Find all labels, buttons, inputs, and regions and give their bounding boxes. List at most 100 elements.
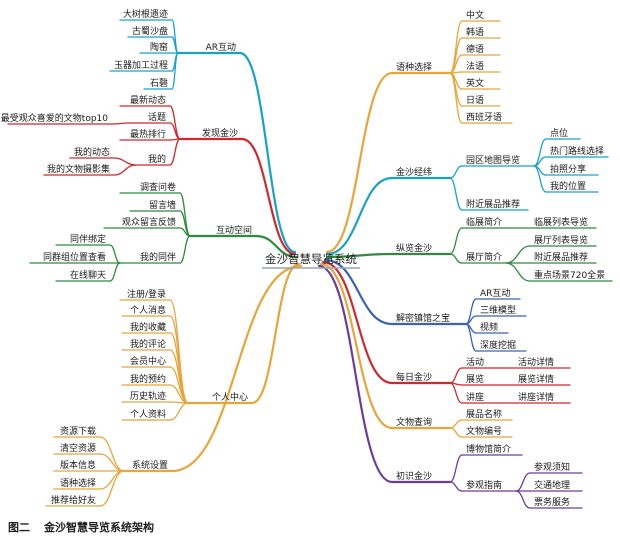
node-ar-item-古蜀沙盘-label: 古蜀沙盘 bbox=[132, 25, 168, 37]
node-decode-item-AR互动-label: AR互动 bbox=[480, 288, 510, 299]
branch-interact-3 bbox=[179, 235, 191, 264]
node-overview-label: 纵览金沙 bbox=[396, 242, 432, 254]
node-guide-交通地理-label: 交通地理 bbox=[534, 479, 570, 491]
node-daily-item-展览-label: 展览 bbox=[466, 373, 484, 385]
node-exhibit-重点场景720全景-label: 重点场景720全景 bbox=[534, 269, 605, 281]
branch-museum-intro bbox=[449, 454, 463, 483]
node-guide-票务服务-label: 票务服务 bbox=[534, 496, 570, 508]
node-interact-item-调查问卷-label: 调查问卷 bbox=[140, 181, 176, 193]
node-guide-参观须知-label: 参观须知 bbox=[534, 461, 570, 473]
branch-discover-mine-1 bbox=[113, 164, 137, 176]
branch-interact bbox=[254, 234, 299, 259]
branch-exhibit-intro bbox=[449, 253, 463, 264]
branch-guide-0 bbox=[515, 472, 531, 492]
node-settings-item-版本信息-label: 版本信息 bbox=[60, 459, 96, 471]
node-interact-companion-在线聊天-label: 在线聊天 bbox=[70, 269, 106, 281]
node-personal-item-个人消息-label: 个人消息 bbox=[130, 304, 166, 316]
node-language-item-韩语-label: 韩语 bbox=[466, 26, 484, 38]
branch-overview bbox=[325, 252, 394, 259]
node-language-label: 语种选择 bbox=[396, 61, 432, 73]
node-daily-item-讲座-label: 讲座 bbox=[466, 391, 484, 403]
node-nearby-label: 附近展品推荐 bbox=[466, 198, 520, 210]
figure-title: 金沙智慧导览系统架构 bbox=[44, 521, 154, 534]
node-discover-item-话题-label: 话题 bbox=[148, 111, 166, 123]
branch-ar-4 bbox=[171, 52, 179, 90]
branch-discover-0 bbox=[169, 105, 181, 140]
node-language-item-德语-label: 德语 bbox=[466, 43, 484, 55]
branch-nearby bbox=[449, 177, 463, 211]
branch-discover-mine-0 bbox=[113, 157, 137, 166]
branch-gold-route bbox=[325, 176, 394, 256]
branch-discover-3 bbox=[169, 138, 181, 166]
branch-exhibit-2 bbox=[505, 262, 531, 282]
node-query-item-展品名称-label: 展品名称 bbox=[466, 408, 502, 420]
branch-guide-2 bbox=[515, 490, 531, 509]
node-personal-item-我的预约-label: 我的预约 bbox=[130, 373, 166, 385]
node-first-label: 初识金沙 bbox=[396, 470, 432, 482]
node-park-我的位置-label: 我的位置 bbox=[550, 180, 586, 192]
node-exhibit-intro-label: 展厅简介 bbox=[466, 251, 502, 263]
branch-language bbox=[325, 71, 394, 254]
node-language-item-法语-label: 法语 bbox=[466, 60, 484, 72]
node-park-点位-label: 点位 bbox=[550, 127, 568, 139]
node-discover-mine-我的动态-label: 我的动态 bbox=[74, 146, 110, 158]
branch-daily bbox=[321, 260, 394, 385]
node-daily-child-活动详情-label: 活动详情 bbox=[518, 356, 554, 368]
branch-interact-companion-2 bbox=[109, 262, 121, 282]
node-settings-item-推荐给好友-label: 推荐给好友 bbox=[51, 494, 96, 506]
node-personal-item-注册-登录-label: 注册/登录 bbox=[127, 288, 166, 300]
node-query-label: 文物查询 bbox=[396, 416, 432, 428]
node-guide-label: 参观指南 bbox=[466, 479, 502, 491]
branch-hall-intro bbox=[449, 227, 463, 255]
node-gold-route-label: 金沙经纬 bbox=[396, 166, 432, 178]
node-ar-item-玉器加工过程-label: 玉器加工过程 bbox=[114, 59, 168, 71]
node-ar-label: AR互动 bbox=[206, 42, 236, 53]
branch-query-0 bbox=[449, 419, 463, 429]
node-personal-item-历史轨迹-label: 历史轨迹 bbox=[130, 390, 166, 402]
figure-number: 图二 bbox=[8, 521, 30, 534]
node-interact-item-留言墙-label: 留言墙 bbox=[149, 199, 176, 211]
node-personal-item-我的收藏-label: 我的收藏 bbox=[130, 321, 166, 333]
center-node-label: 金沙智慧导览系统 bbox=[265, 252, 357, 266]
node-museum-intro-label: 博物馆简介 bbox=[466, 443, 511, 455]
node-interact-item-观众留言反馈-label: 观众留言反馈 bbox=[122, 216, 176, 228]
node-ar-item-石磬-label: 石磬 bbox=[150, 77, 168, 89]
node-discover-item-最热排行-label: 最热排行 bbox=[130, 128, 166, 140]
branch-park-map bbox=[449, 165, 463, 179]
node-interact-companion-同伴绑定-label: 同伴绑定 bbox=[70, 233, 106, 245]
node-settings-label: 系统设置 bbox=[132, 459, 168, 471]
node-discover-topic-child-label: 最受观众喜爱的文物top10 bbox=[1, 112, 108, 124]
node-daily-label: 每日金沙 bbox=[396, 371, 432, 383]
node-settings-item-清空资源-label: 清空资源 bbox=[60, 442, 96, 454]
branch-lines bbox=[7, 19, 613, 509]
node-decode-item-三维模型-label: 三维模型 bbox=[480, 304, 516, 316]
node-daily-child-讲座详情-label: 讲座详情 bbox=[518, 391, 554, 403]
node-personal-item-会员中心-label: 会员中心 bbox=[130, 355, 166, 367]
node-exhibit-附近展品推荐-label: 附近展品推荐 bbox=[534, 251, 588, 263]
node-language-item-中文-label: 中文 bbox=[466, 9, 484, 21]
node-decode-label: 解密镇馆之宝 bbox=[396, 312, 450, 324]
branch-daily-2 bbox=[449, 382, 463, 404]
node-personal-item-我的评论-label: 我的评论 bbox=[130, 338, 166, 350]
node-park-map-label: 园区地图导览 bbox=[466, 154, 520, 166]
node-ar-item-大树根遗迹-label: 大树根遗迹 bbox=[123, 8, 168, 20]
node-language-item-日语-label: 日语 bbox=[466, 95, 484, 106]
branch-discover bbox=[240, 137, 297, 256]
node-personal-label: 个人中心 bbox=[212, 391, 248, 403]
node-language-item-英文-label: 英文 bbox=[466, 77, 484, 89]
branch-settings-3 bbox=[99, 470, 125, 490]
branch-personal-7 bbox=[169, 402, 189, 421]
branch-language-6 bbox=[449, 72, 463, 124]
branch-personal bbox=[250, 262, 301, 405]
branch-settings-4 bbox=[99, 470, 125, 507]
node-hall-intro-label: 临展简介 bbox=[466, 216, 502, 228]
node-interact-item-我的同伴-label: 我的同伴 bbox=[140, 251, 176, 263]
node-daily-child-展览详情-label: 展览详情 bbox=[518, 373, 554, 385]
node-query-item-文物编号-label: 文物编号 bbox=[466, 425, 502, 437]
branch-daily-0 bbox=[449, 367, 463, 384]
node-exhibit-展厅列表导览-label: 展厅列表导览 bbox=[534, 234, 588, 246]
branch-interact-0 bbox=[179, 192, 191, 237]
node-settings-item-资源下载-label: 资源下载 bbox=[60, 425, 96, 437]
branch-query-1 bbox=[449, 427, 463, 438]
